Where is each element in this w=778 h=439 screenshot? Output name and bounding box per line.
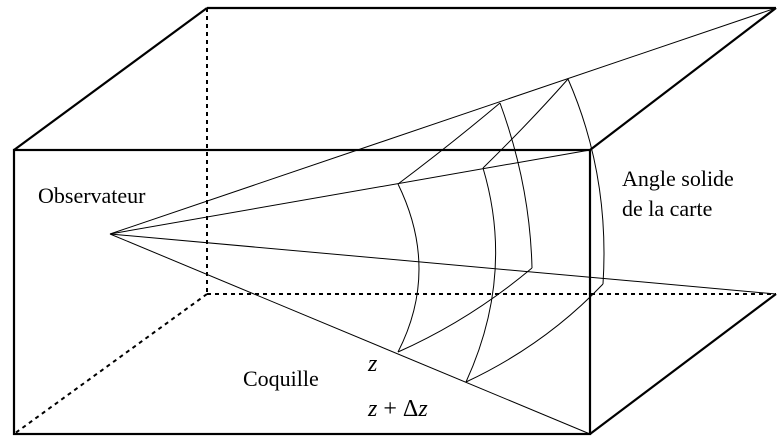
cone-ray-upper <box>109 149 591 235</box>
box-top-left-edge <box>13 7 208 151</box>
shell-zdz-arc-top <box>482 78 569 169</box>
shell-zdz-arc-bottom <box>465 283 604 383</box>
cone-ray-top <box>109 7 777 235</box>
solid-angle-label-line2: de la carte <box>622 196 712 221</box>
observer-label: Observateur <box>38 183 146 208</box>
z-plus-dz-delta: Δ <box>403 396 418 422</box>
box-top-right-edge <box>589 7 777 151</box>
cone-ray-right <box>109 233 777 295</box>
shell-z-arc-top <box>397 102 501 185</box>
shell-label: Coquille <box>243 366 319 391</box>
solid-angle-label-line1: Angle solide <box>622 166 734 191</box>
shell-zdz-arc-front <box>465 167 497 383</box>
shell-z-arc-side <box>499 102 533 269</box>
z-plus-dz-var: z <box>367 396 378 422</box>
hidden-edge-diagonal <box>13 293 208 435</box>
z-label: z <box>367 351 378 377</box>
z-plus-dz-label: z + Δz <box>367 396 428 422</box>
cone-ray-bottom <box>109 233 591 435</box>
z-plus-dz-op: + <box>377 396 403 422</box>
shell-zdz-arc-side <box>567 78 605 285</box>
box-front-face <box>12 148 592 436</box>
shell-z-arc-bottom <box>397 267 533 353</box>
box-bottom-right-edge <box>589 293 777 435</box>
shell-z-arc-front <box>397 183 420 353</box>
z-plus-dz-var2: z <box>417 396 428 422</box>
